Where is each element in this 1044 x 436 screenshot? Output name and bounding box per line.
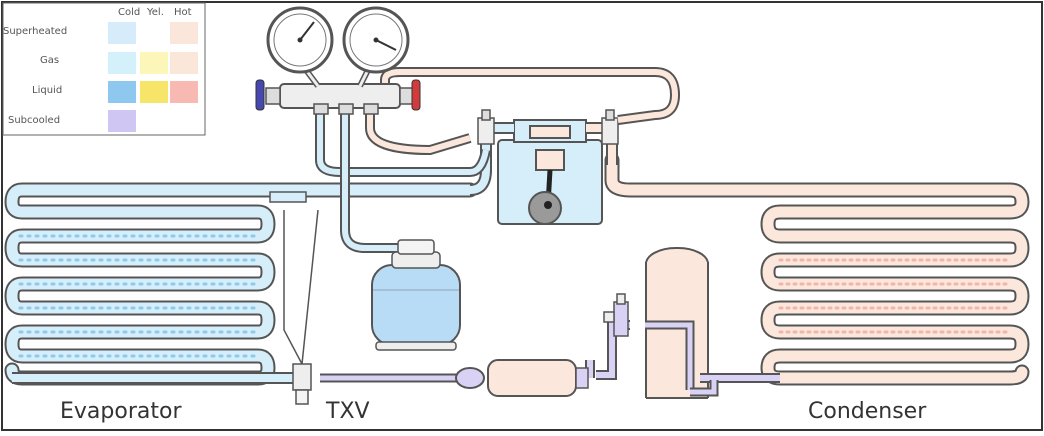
swatch-superheated-cold bbox=[108, 22, 136, 44]
swatch-subcooled-cold bbox=[108, 110, 136, 132]
condenser-coil bbox=[604, 152, 1030, 386]
swatch-superheated-hot bbox=[170, 22, 198, 44]
legend-col-cold: Cold bbox=[118, 7, 140, 18]
receiver-service-valve bbox=[603, 293, 629, 337]
swatch-liquid-cold bbox=[108, 81, 136, 103]
condenser-label: Condenser bbox=[808, 399, 927, 424]
compressor bbox=[497, 119, 603, 225]
legend-row-subcooled: Subcooled bbox=[8, 115, 60, 126]
swatch-gas-cold bbox=[108, 52, 136, 74]
txv-label: TXV bbox=[325, 399, 370, 424]
refrigerant-tank bbox=[371, 239, 461, 351]
swatch-liquid-yellow bbox=[140, 81, 168, 103]
legend-col-yellow: Yel. bbox=[146, 7, 164, 18]
legend-col-hot: Hot bbox=[174, 7, 192, 18]
high-side-gauge bbox=[342, 6, 410, 74]
legend-row-gas: Gas bbox=[40, 55, 59, 66]
legend: Cold Yel. Hot Superheated Gas Liquid Sub… bbox=[2, 2, 206, 136]
legend-row-superheated: Superheated bbox=[3, 26, 67, 37]
evaporator-label: Evaporator bbox=[60, 399, 182, 424]
swatch-gas-yellow bbox=[140, 52, 168, 74]
gauge-manifold bbox=[255, 60, 421, 115]
suction-service-valve bbox=[477, 109, 495, 145]
txv-valve bbox=[269, 191, 319, 405]
swatch-liquid-hot bbox=[170, 81, 198, 103]
filter-drier bbox=[455, 359, 589, 397]
low-side-handle bbox=[255, 79, 265, 111]
evaporator-coil bbox=[4, 182, 478, 386]
discharge-service-valve bbox=[601, 109, 619, 145]
swatch-gas-hot bbox=[170, 52, 198, 74]
high-side-handle bbox=[411, 79, 421, 111]
low-side-gauge bbox=[266, 6, 334, 74]
legend-row-liquid: Liquid bbox=[32, 85, 62, 96]
